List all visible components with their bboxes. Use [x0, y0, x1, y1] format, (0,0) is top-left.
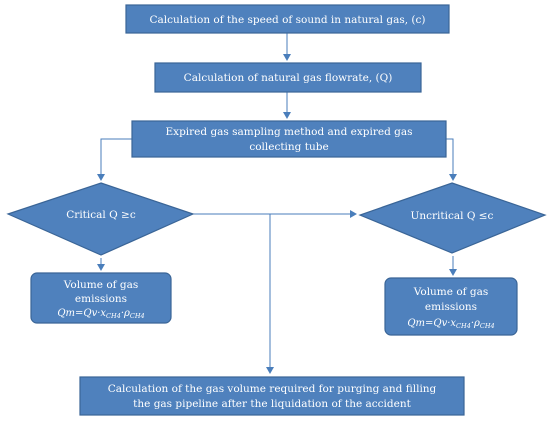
volume-left-line1: Volume of gas — [63, 279, 138, 291]
step2-label: Calculation of natural gas flowrate, (Q) — [184, 72, 393, 84]
volume-right-line1: Volume of gas — [413, 286, 488, 298]
volume-right-line2: emissions — [425, 301, 477, 313]
connectors — [97, 33, 457, 374]
step1-box: Calculation of the speed of sound in nat… — [125, 4, 450, 34]
connector-step3-left-decision — [97, 138, 132, 181]
final-label-line2: the gas pipeline after the liquidation o… — [133, 398, 411, 410]
volume-left-box: Volume of gas emissions Qm=Qv·xCH4·ρCH4 — [30, 272, 172, 324]
volume-left-formula: Qm=Qv·xCH4·ρCH4 — [57, 308, 144, 320]
decision-right-label: Uncritical Q ≤c — [411, 210, 494, 222]
final-label-line1: Calculation of the gas volume required f… — [108, 383, 437, 395]
decision-left-label: Critical Q ≥c — [66, 209, 136, 221]
connector-step3-right-decision — [446, 138, 457, 181]
step1-label: Calculation of the speed of sound in nat… — [150, 14, 426, 26]
volume-right-formula: Qm=Qv·xCH4·ρCH4 — [407, 318, 494, 330]
decision-left: Critical Q ≥c — [6, 182, 195, 256]
final-box: Calculation of the gas volume required f… — [79, 376, 465, 416]
decision-right: Uncritical Q ≤c — [358, 182, 547, 254]
step3-label-line1: Expired gas sampling method and expired … — [165, 126, 412, 138]
volume-left-line2: emissions — [75, 293, 127, 305]
step3-box: Expired gas sampling method and expired … — [131, 120, 447, 158]
volume-right-box: Volume of gas emissions Qm=Qv·xCH4·ρCH4 — [384, 277, 518, 336]
step2-box: Calculation of natural gas flowrate, (Q) — [154, 62, 422, 93]
step3-label-line2: collecting tube — [249, 141, 328, 153]
